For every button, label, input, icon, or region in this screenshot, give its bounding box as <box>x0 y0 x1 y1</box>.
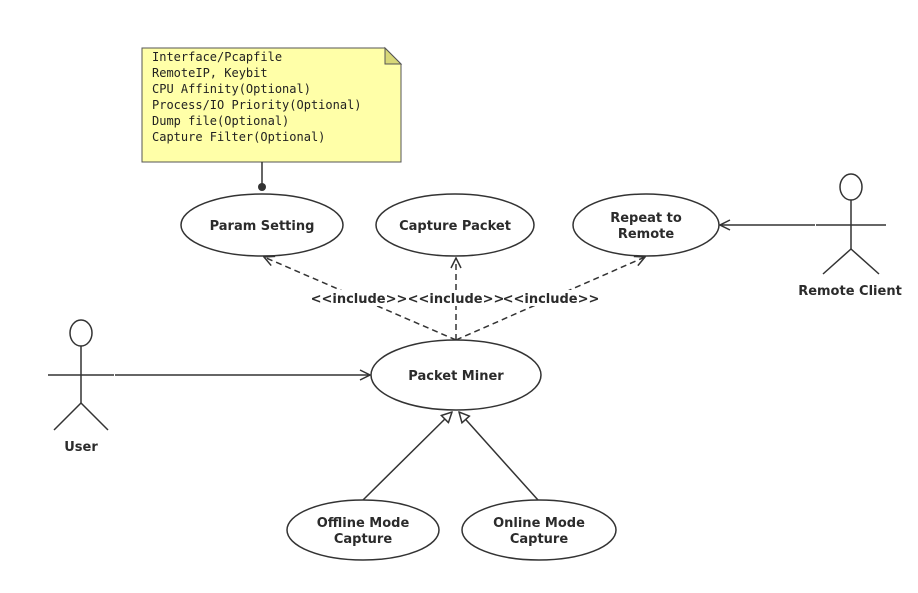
usecase-online-mode-capture[interactable]: Online Mode Capture <box>461 499 617 561</box>
usecase-offline-label-2: Capture <box>334 532 392 547</box>
actor-user-left-leg <box>53 402 82 431</box>
actor-remote-client-head-icon <box>839 173 863 201</box>
actor-remote-client-left-leg <box>822 248 852 275</box>
generalization-online <box>459 412 539 501</box>
note-line-6: Capture Filter(Optional) <box>152 130 325 144</box>
generalization-offline <box>362 412 452 501</box>
usecase-offline-mode-capture[interactable]: Offline Mode Capture <box>286 499 440 561</box>
usecase-capture-packet-label: Capture Packet <box>399 219 511 234</box>
usecase-offline-label-1: Offline Mode <box>317 516 410 531</box>
include-label-right: <<include>> <box>503 292 600 307</box>
include-label-middle: <<include>> <box>408 292 505 307</box>
usecase-online-label-1: Online Mode <box>493 516 585 531</box>
usecase-param-setting-label: Param Setting <box>210 219 315 234</box>
usecase-capture-packet[interactable]: Capture Packet <box>375 193 535 257</box>
note-shape <box>141 47 402 163</box>
note: Interface/Pcapfile RemoteIP, Keybit CPU … <box>141 46 403 163</box>
note-line-5: Dump file(Optional) <box>152 114 289 128</box>
note-fold-corner <box>384 46 403 65</box>
usecase-online-label-2: Capture <box>510 532 568 547</box>
note-line-4: Process/IO Priority(Optional) <box>152 98 362 112</box>
actor-remote-client-right-leg <box>850 248 880 275</box>
usecase-repeat-to-remote[interactable]: Repeat to Remote <box>572 193 720 257</box>
note-line-3: CPU Affinity(Optional) <box>152 82 311 96</box>
usecase-packet-miner-label: Packet Miner <box>408 369 504 384</box>
actor-user-label: User <box>64 440 98 455</box>
actor-user[interactable]: User <box>48 319 114 455</box>
usecase-param-setting[interactable]: Param Setting <box>180 193 344 257</box>
usecase-packet-miner[interactable]: Packet Miner <box>370 339 542 411</box>
usecase-repeat-to-remote-label-2: Remote <box>618 227 675 242</box>
actor-remote-client-label: Remote Client <box>798 284 902 299</box>
usecase-repeat-to-remote-label-1: Repeat to <box>610 211 682 226</box>
note-line-1: Interface/Pcapfile <box>152 50 282 64</box>
include-labels-background <box>309 290 601 306</box>
actor-user-right-leg <box>80 402 109 431</box>
note-line-2: RemoteIP, Keybit <box>152 66 268 80</box>
actor-user-head-icon <box>69 319 93 347</box>
actor-remote-client[interactable]: Remote Client <box>798 173 902 299</box>
include-label-left: <<include>> <box>311 292 408 307</box>
note-connector-dot <box>258 183 266 191</box>
